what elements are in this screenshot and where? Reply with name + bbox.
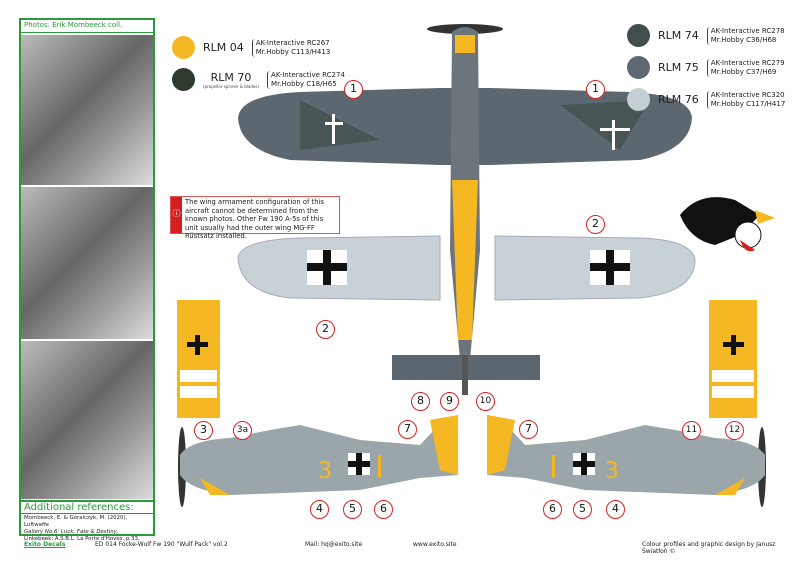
callout-1: 1 [344,80,363,99]
brand: AK-Interactive RC320 [710,90,785,99]
additional-references: Additional references: Mombeeck, E. & Gó… [19,500,155,542]
armament-note: ⓘ The wing armament configuration of thi… [170,196,340,240]
color-swatch [627,24,650,47]
callout-1: 1 [586,80,605,99]
brand: Mr.Hobby C36/H68 [710,35,777,44]
svg-text:3: 3 [605,459,619,484]
reference-line: Linkebeek: A.S.B.L. La Porte d'Hoves, p.… [24,536,140,542]
color-swatch [627,56,650,79]
brand: Mr.Hobby C18/H65 [271,79,337,88]
references-text: Mombeeck, E. & Góralczyk, M. (2020), Luf… [21,514,153,544]
left-insignia-panel [177,300,220,418]
callout-4: 4 [606,500,625,519]
reference-line: Mombeeck, E. & Góralczyk, M. (2020), Luf… [24,515,128,528]
color-swatch [172,36,195,59]
photo-pilot-with-tail [21,35,153,185]
underside-wings [237,180,696,340]
callout-7: 7 [398,420,417,439]
callout-7: 7 [519,420,538,439]
color-name: RLM 74 [658,29,699,42]
color-name: RLM 04 [203,41,244,54]
photo-credit: Photos: Erik Mombeeck coll. [21,20,153,33]
callout-10: 10 [476,392,495,411]
brand: Mr.Hobby C37/H69 [710,67,777,76]
callout-2: 2 [316,320,335,339]
color-swatch [172,68,195,91]
callout-5: 5 [573,500,592,519]
brand: AK-Interactive RC278 [710,26,785,35]
photo-pilot-with-aircraft [21,187,153,339]
callout-3: 3 [194,421,213,440]
brand: Mr.Hobby C117/H417 [710,99,786,108]
info-icon: ⓘ [171,197,182,233]
reference-line: Gallery No.6: Luck, Fate & Destiny, [24,529,119,535]
callout-12: 12 [725,421,744,440]
exito-logo: Exito Decals [24,541,66,548]
callout-8: 8 [411,392,430,411]
contact-mail[interactable]: Mail: hq@exito.site [305,541,363,548]
callout-2: 2 [586,215,605,234]
callout-4: 4 [310,500,329,519]
callout-11: 11 [682,421,701,440]
svg-text:3: 3 [318,459,332,484]
website-link[interactable]: www.exito.site [413,541,457,548]
color-rlm70: RLM 70(propeller spinner & blades) AK-In… [172,68,345,91]
callout-6: 6 [543,500,562,519]
right-insignia-panel [709,300,757,418]
color-swatch [627,88,650,111]
brand: AK-Interactive RC279 [710,58,785,67]
design-credit: Colour profiles and graphic design by Ja… [642,541,776,555]
color-note: (propeller spinner & blades) [203,83,260,89]
brand: AK-Interactive RC274 [271,70,345,79]
color-name: RLM 75 [658,61,699,74]
callout-3a: 3a [233,421,252,440]
callout-6: 6 [374,500,393,519]
product-name: ED 014 Focke-Wulf Fw 190 "Wulf Pack" vol… [95,541,228,548]
color-name: RLM 76 [658,93,699,106]
note-text: The wing armament configuration of this … [185,198,324,241]
callout-9: 9 [440,392,459,411]
brand: Mr.Hobby C113/H413 [255,47,331,56]
callout-5: 5 [343,500,362,519]
references-title: Additional references: [21,502,153,514]
color-name: RLM 70 [210,70,252,84]
rooster-emblem [680,197,775,252]
photo-pilot-portrait [21,341,153,499]
brand: AK-Interactive RC267 [255,38,330,47]
